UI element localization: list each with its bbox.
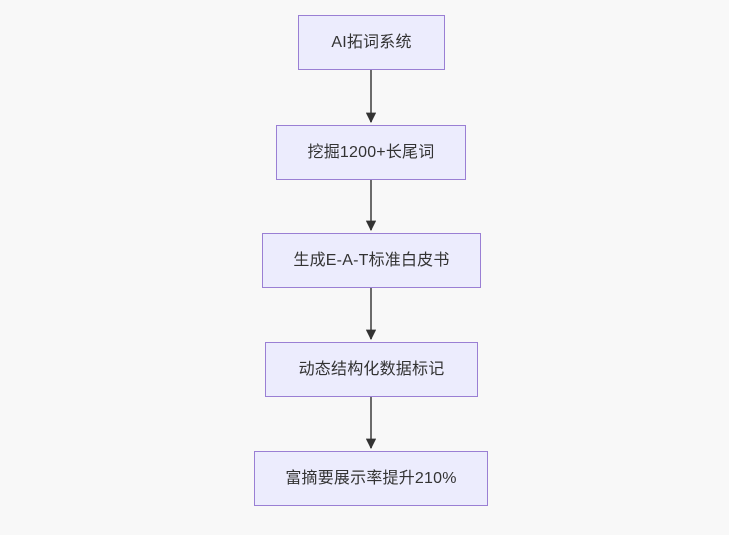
flow-node-rich-snippet-impression-uplift[interactable]: 富摘要展示率提升210%: [254, 451, 488, 506]
flow-node-generate-eat-whitepaper[interactable]: 生成E-A-T标准白皮书: [262, 233, 481, 288]
flow-node-dynamic-structured-data-markup[interactable]: 动态结构化数据标记: [265, 342, 478, 397]
flow-node-label: 生成E-A-T标准白皮书: [293, 251, 450, 269]
flow-node-mine-longtail-keywords[interactable]: 挖掘1200+长尾词: [276, 125, 466, 180]
flow-node-label: AI拓词系统: [331, 33, 412, 51]
flow-node-label: 动态结构化数据标记: [298, 360, 445, 378]
flow-node-label: 富摘要展示率提升210%: [285, 469, 457, 487]
flow-node-ai-keyword-system[interactable]: AI拓词系统: [298, 15, 445, 70]
flow-node-label: 挖掘1200+长尾词: [307, 143, 435, 161]
